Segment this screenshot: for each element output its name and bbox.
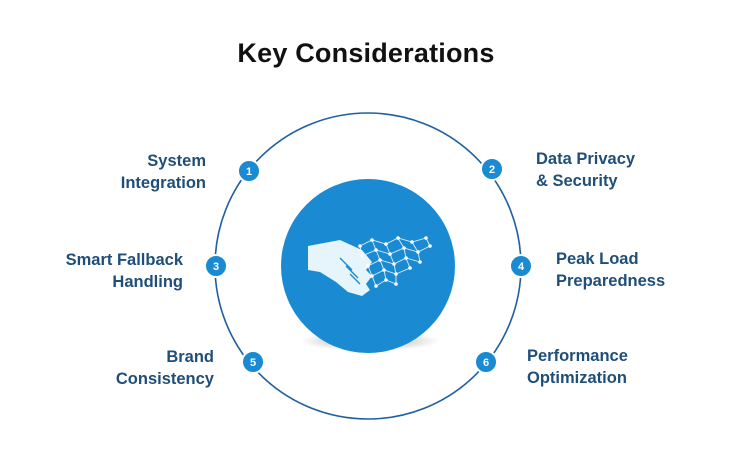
badge-3: 3: [204, 254, 228, 278]
badge-number: 3: [213, 261, 219, 273]
consideration-label-3: Smart Fallback Handling: [65, 251, 183, 291]
badge-number: 4: [518, 261, 525, 273]
consideration-label-4: Peak Load Preparedness: [556, 250, 666, 290]
consideration-label-5: Brand Consistency: [115, 348, 214, 388]
page-title: Key Considerations: [237, 38, 495, 68]
consideration-label-1: System Integration: [120, 152, 206, 192]
badge-1: 1: [237, 159, 261, 183]
handshake-icon: [308, 236, 432, 296]
badge-number: 1: [246, 166, 252, 178]
badge-number: 2: [489, 164, 495, 176]
badge-number: 5: [250, 357, 256, 369]
badge-number: 6: [483, 357, 489, 369]
badge-5: 5: [241, 350, 265, 374]
badge-6: 6: [474, 350, 498, 374]
badge-4: 4: [509, 254, 533, 278]
consideration-label-6: Performance Optimization: [527, 347, 628, 387]
consideration-label-2: Data Privacy & Security: [536, 150, 636, 190]
badge-2: 2: [480, 157, 504, 181]
